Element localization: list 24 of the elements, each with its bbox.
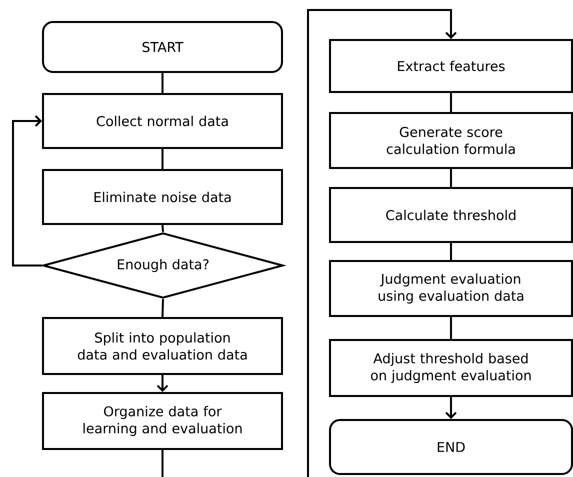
process-box: Adjust threshold based on judgment evaluation bbox=[329, 339, 573, 397]
process-box: Calculate threshold bbox=[329, 187, 573, 243]
connector bbox=[162, 73, 164, 93]
connector bbox=[162, 224, 164, 232]
process-box: Generate score calculation formula bbox=[329, 112, 573, 169]
connector bbox=[450, 243, 452, 260]
process-box: Eliminate noise data bbox=[42, 169, 283, 225]
connector bbox=[162, 450, 164, 477]
terminal-box: START bbox=[42, 21, 283, 73]
process-box: Split into population data and evaluation data bbox=[42, 317, 283, 375]
connector bbox=[445, 397, 457, 419]
process-box: Judgment evaluation using evaluation data bbox=[329, 260, 573, 317]
process-box: Collect normal data bbox=[42, 93, 283, 149]
connector bbox=[12, 115, 42, 266]
connector bbox=[450, 169, 452, 187]
connector bbox=[450, 93, 452, 112]
connector bbox=[307, 9, 457, 477]
terminal-box: END bbox=[329, 419, 573, 475]
process-box: Organize data for learning and evaluation bbox=[42, 392, 283, 450]
connector bbox=[162, 149, 164, 169]
connector bbox=[162, 298, 164, 318]
process-box: Extract features bbox=[329, 39, 573, 93]
connector bbox=[450, 317, 452, 339]
connector bbox=[156, 375, 168, 392]
